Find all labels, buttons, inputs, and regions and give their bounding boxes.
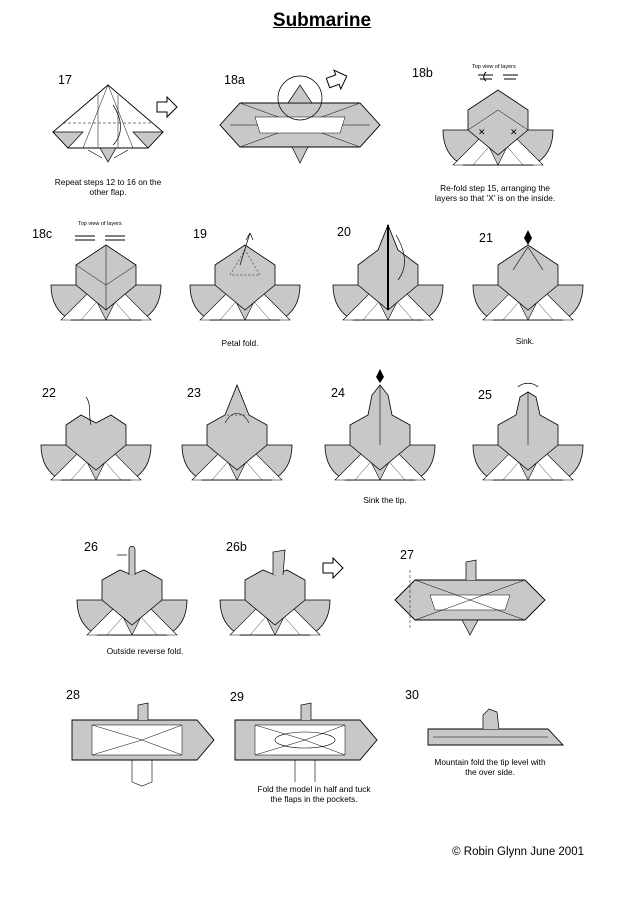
diagram-step-21 (472, 230, 584, 321)
caption-29-line2: the flaps in the pockets. (270, 794, 358, 804)
caption-30-line1: Mountain fold the tip level with (434, 757, 546, 767)
diagram-step-30 (427, 708, 565, 746)
step-number: 28 (66, 688, 80, 702)
step-number: 17 (58, 73, 72, 87)
step-number: 21 (479, 231, 493, 245)
caption-29-line1: Fold the model in half and tuck (257, 784, 371, 794)
caption-18b-line2: layers so that 'X' is on the inside. (434, 193, 556, 203)
caption-17-line2: other flap. (89, 187, 127, 197)
diagram-step-18a (219, 75, 381, 164)
copyright-credit: © Robin Glynn June 2001 (452, 846, 584, 858)
step-number: 23 (187, 386, 201, 400)
step-number: 18b (412, 66, 433, 80)
svg-text:✕: ✕ (510, 127, 518, 137)
caption-17-line1: Repeat steps 12 to 16 on the (54, 177, 162, 187)
caption-18b-line1: Re-fold step 15, arranging the (440, 183, 550, 193)
diagram-step-20 (332, 223, 444, 321)
diagram-step-25 (472, 382, 584, 481)
turn-over-arrow-icon (322, 557, 344, 579)
step-number: 19 (193, 227, 207, 241)
step-number: 30 (405, 688, 419, 702)
step-number: 18c (32, 227, 53, 241)
page-title: Submarine (272, 10, 372, 31)
diagram-step-29 (234, 702, 378, 782)
step-number: 24 (331, 386, 345, 400)
diagram-step-18c (50, 244, 162, 321)
top-view-icon-18c (75, 235, 125, 241)
caption-21: Sink. (515, 336, 535, 346)
caption-26: Outside reverse fold. (106, 646, 184, 656)
step-number: 27 (400, 548, 414, 562)
step-number: 22 (42, 386, 56, 400)
diagram-step-18b: ✕ ✕ (442, 89, 554, 166)
diagram-step-24 (324, 369, 436, 481)
diagram-step-23 (181, 383, 293, 481)
step-number: 25 (478, 388, 492, 402)
diagram-step-27 (394, 559, 546, 636)
top-view-label-18b: Top view of layers (472, 64, 516, 70)
svg-text:✕: ✕ (478, 127, 486, 137)
diagram-step-22 (40, 396, 152, 481)
top-view-icon-18b (478, 71, 518, 82)
caption-19: Petal fold. (221, 338, 259, 348)
step-number: 20 (337, 225, 351, 239)
caption-24: Sink the tip. (363, 495, 407, 505)
step-number: 26b (226, 540, 247, 554)
diagram-step-28 (71, 702, 215, 787)
caption-30-line2: the over side. (465, 767, 515, 777)
diagram-step-26 (76, 545, 188, 636)
diagram-step-19 (189, 232, 301, 321)
turn-over-arrow-icon (156, 96, 178, 118)
step-number: 18a (224, 73, 245, 87)
diagram-step-17 (52, 84, 164, 163)
step-number: 26 (84, 540, 98, 554)
step-number: 29 (230, 690, 244, 704)
diagram-step-26b (219, 549, 331, 636)
top-view-label-18c: Top view of layers (78, 221, 122, 227)
zoom-arrow-icon (324, 66, 351, 93)
